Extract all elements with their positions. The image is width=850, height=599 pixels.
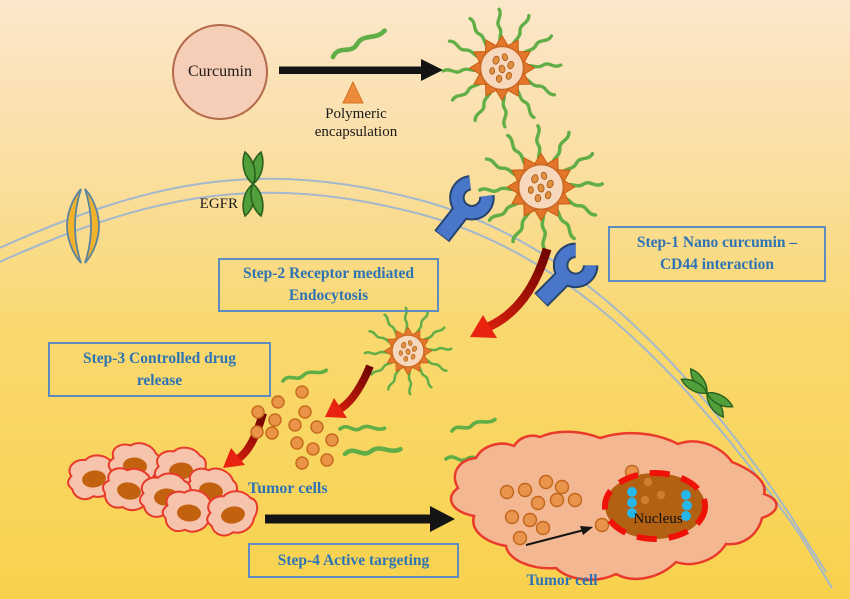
step-2-box: Step-2 Receptor mediated Endocytosis [218, 258, 439, 312]
polymeric-line1: Polymeric [325, 106, 387, 122]
cyan-dots [627, 487, 692, 521]
egfr-label: EGFR [199, 196, 238, 212]
red-curved-arrow-endocytosis [470, 247, 552, 338]
nucleus [602, 470, 708, 542]
step-2-line2: Endocytosis [288, 287, 369, 304]
drug-dots-cluster [250, 385, 339, 470]
step-1-line1: Step-1 Nano curcumin – [636, 234, 798, 251]
cell-membrane-line [0, 177, 833, 589]
nanoparticle-icon [443, 9, 561, 127]
red-curved-arrow-release [325, 364, 374, 418]
step-3-box: Step-3 Controlled drug release [48, 342, 271, 397]
step-2-line1: Step-2 Receptor mediated [242, 265, 415, 282]
nucleus-label: Nucleus [633, 511, 683, 527]
polymeric-encapsulation-triangle-icon [342, 80, 364, 104]
polymeric-line2: encapsulation [314, 123, 398, 140]
red-curved-arrow-to-tumor-cells [223, 411, 267, 468]
nucleus-drug-dots [640, 477, 666, 505]
step-4-line1: Step-4 Active targeting [277, 551, 430, 569]
curcumin-circle [172, 24, 268, 120]
nanoparticle-internalized-icon [365, 308, 451, 394]
curcumin-label: Curcumin [188, 63, 252, 80]
step-3-line1: Step-3 Controlled drug [82, 349, 236, 367]
polymeric-encapsulation-label: Polymeric encapsulation [286, 106, 426, 141]
step-1-line2: CD44 interaction [659, 256, 775, 273]
dot-pointer-arrow [525, 526, 593, 546]
step-1-box: Step-1 Nano curcumin – CD44 interaction [608, 226, 826, 282]
egfr-receptor-icon [239, 149, 267, 219]
large-tumor-cell [449, 430, 778, 581]
egfr-receptor-icon-right [676, 364, 738, 422]
ion-channel-icon [66, 188, 100, 264]
encapsulation-arrow [279, 59, 443, 81]
tumor-cells-label: Tumor cells [248, 480, 328, 497]
step-4-box: Step-4 Active targeting [248, 543, 459, 578]
step-3-line2: release [136, 371, 183, 389]
active-targeting-arrow [265, 506, 455, 532]
tumor-cell-label: Tumor cell [526, 572, 598, 589]
